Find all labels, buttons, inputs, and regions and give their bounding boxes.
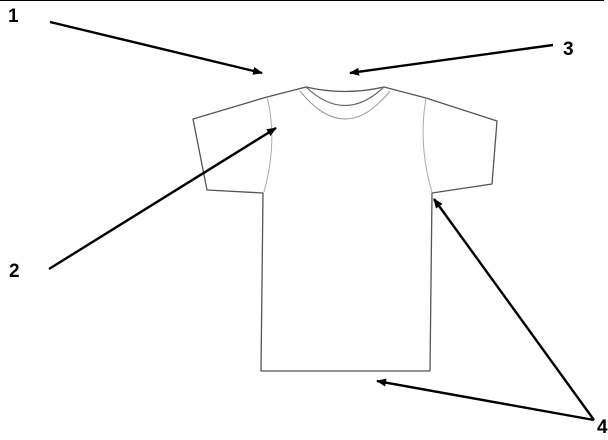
neckline-rib [299, 90, 391, 120]
right-armhole-seam [422, 97, 433, 193]
callout-label-2: 2 [9, 261, 20, 282]
arrow-2 [48, 126, 277, 271]
arrow-4b [376, 378, 595, 422]
arrow-1 [49, 20, 263, 75]
t-shirt-icon [192, 86, 498, 372]
arrow-4a [433, 198, 595, 421]
callout-label-1: 1 [8, 6, 19, 27]
shirt-body-outline [192, 86, 498, 372]
arrow-3 [349, 43, 554, 76]
callout-label-4: 4 [597, 417, 608, 438]
neckline-outer [305, 86, 385, 107]
callout-label-3: 3 [563, 39, 574, 60]
left-armhole-seam [263, 96, 273, 193]
top-border [0, 0, 604, 1]
